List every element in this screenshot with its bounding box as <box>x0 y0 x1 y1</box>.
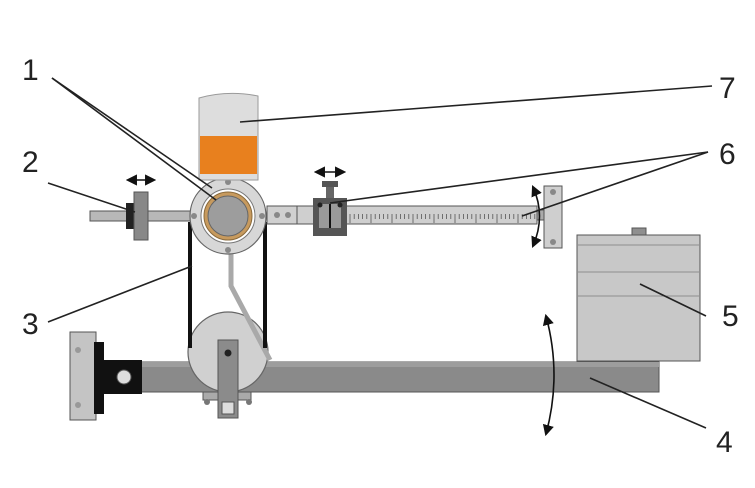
oil-cup <box>198 92 259 181</box>
sliding-weight <box>313 181 347 236</box>
lower-pulley <box>187 311 269 419</box>
wall-mount-bracket <box>69 331 142 421</box>
curved-double-arrow-icon <box>531 184 542 249</box>
callout-2: 2 <box>22 146 39 179</box>
load-lever-arm <box>266 185 563 249</box>
callout-7: 7 <box>719 72 736 105</box>
support-strut <box>228 254 273 362</box>
callout-3: 3 <box>22 308 39 341</box>
callout-4: 4 <box>716 426 733 459</box>
curved-double-arrow-icon <box>542 313 555 437</box>
adjusting-knob <box>126 191 149 241</box>
scale-ticks <box>349 214 536 223</box>
leader-lines <box>47 77 713 429</box>
callout-5: 5 <box>722 300 739 333</box>
callout-1: 1 <box>22 54 39 87</box>
drive-belt <box>188 222 267 348</box>
callout-6: 6 <box>719 138 736 171</box>
motor-housing <box>576 227 701 362</box>
bearing-housing <box>189 177 267 255</box>
